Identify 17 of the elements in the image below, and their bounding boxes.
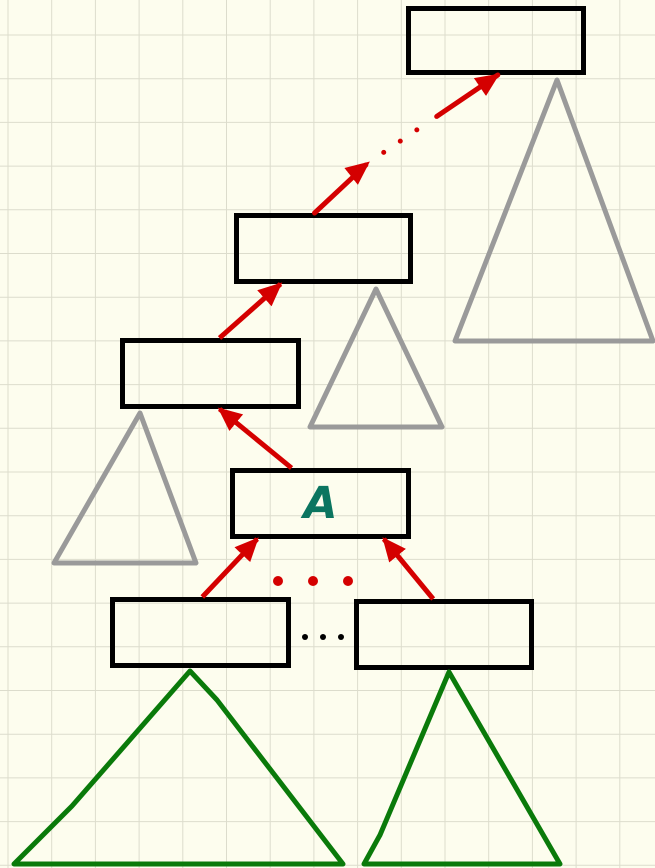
subtree-triangle (11, 668, 346, 867)
empty-box (120, 338, 301, 409)
empty-box (354, 599, 534, 670)
subtree-triangle (51, 410, 199, 566)
node-box (230, 468, 411, 539)
empty-box (406, 6, 586, 75)
subtree-triangle (452, 77, 655, 344)
arrow (312, 72, 500, 216)
arrow (382, 537, 436, 601)
empty-box (234, 213, 413, 284)
subtree-triangle (361, 669, 563, 867)
subtree-triangle (307, 286, 445, 430)
arrow (200, 537, 259, 599)
arrow (218, 282, 282, 340)
arrow (218, 407, 294, 470)
empty-box (110, 597, 291, 668)
node-label: A (303, 482, 338, 526)
